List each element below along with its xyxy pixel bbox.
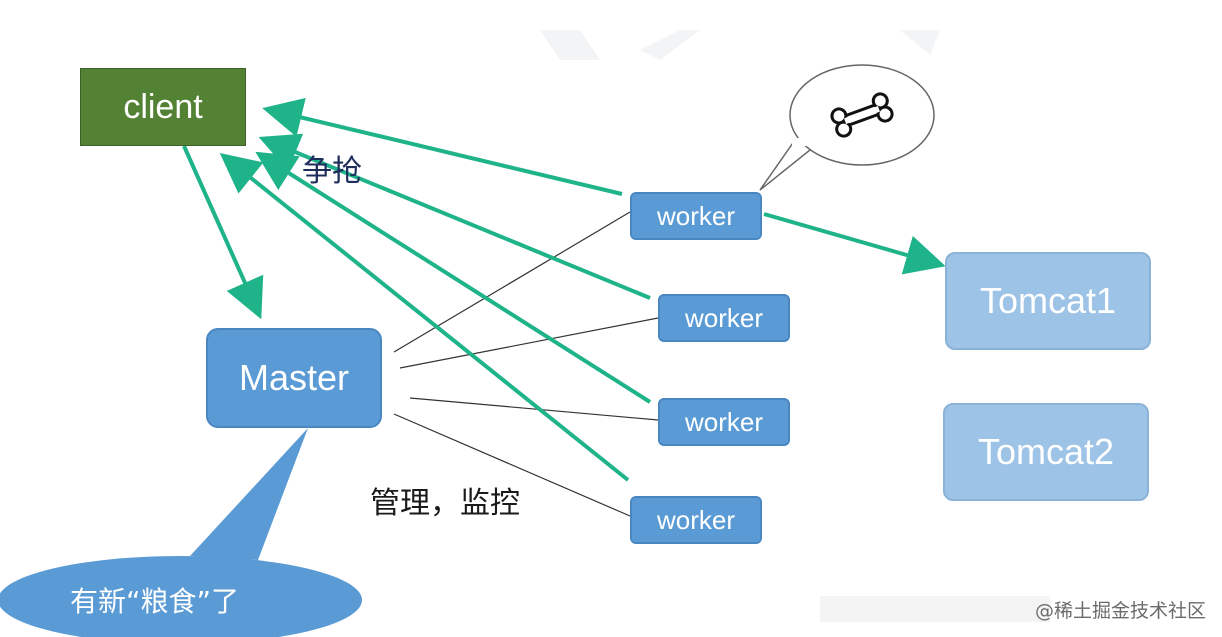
arrow-worker3-to-client bbox=[255, 151, 652, 404]
worker-label: worker bbox=[656, 504, 735, 535]
new-food-label: 有新“粮食”了 bbox=[70, 585, 240, 618]
worker-node-3: worker bbox=[658, 398, 790, 446]
background-chevrons bbox=[540, 30, 940, 60]
tomcat-node-2: Tomcat2 bbox=[943, 403, 1149, 501]
worker-node-1: worker bbox=[630, 192, 762, 240]
worker-node-4: worker bbox=[630, 496, 762, 544]
arrow-client-to-master bbox=[182, 145, 264, 320]
tomcat-node-1: Tomcat1 bbox=[945, 252, 1151, 350]
arrow-worker2-to-client bbox=[258, 133, 651, 300]
tomcat-label: Tomcat1 bbox=[979, 280, 1117, 321]
client-node: client bbox=[80, 68, 246, 146]
watermark-text: @稀土掘金技术社区 bbox=[1034, 600, 1206, 622]
manage-line-worker-4 bbox=[393, 413, 631, 517]
tomcat-label: Tomcat2 bbox=[977, 431, 1115, 472]
arrow-worker1-to-tomcat1 bbox=[763, 212, 946, 275]
master-speech-bubble bbox=[0, 428, 362, 637]
worker-node-2: worker bbox=[658, 294, 790, 342]
manage-line-worker-1 bbox=[393, 211, 631, 353]
arrow-worker4-to-client bbox=[219, 152, 630, 482]
worker-label: worker bbox=[684, 406, 763, 437]
worker-label: worker bbox=[656, 200, 735, 231]
watermark-strip bbox=[820, 596, 1050, 622]
worker-label: worker bbox=[684, 302, 763, 333]
manage-line-worker-3 bbox=[409, 397, 659, 421]
manage-monitor-label: 管理，监控 bbox=[370, 486, 520, 521]
bone-icon bbox=[830, 92, 894, 138]
arrow-worker1-to-client bbox=[262, 97, 623, 196]
worker-thought-bubble bbox=[759, 64, 935, 191]
master-node: Master bbox=[206, 328, 382, 428]
master-label: Master bbox=[238, 357, 350, 398]
compete-label: 争抢 bbox=[302, 154, 362, 189]
manage-line-worker-2 bbox=[399, 317, 659, 369]
client-label: client bbox=[123, 87, 203, 126]
